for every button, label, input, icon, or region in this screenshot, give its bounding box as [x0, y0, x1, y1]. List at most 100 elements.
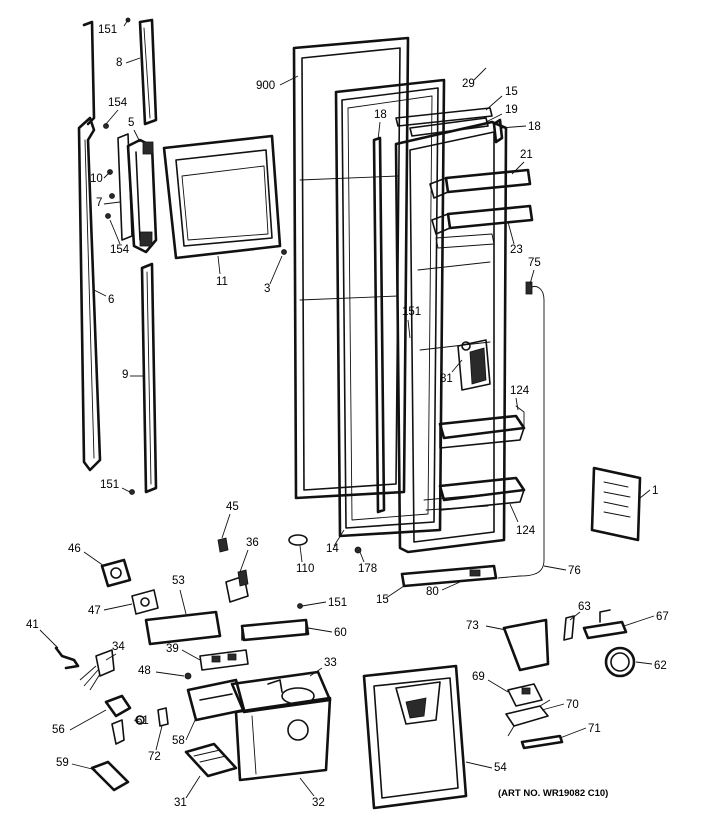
part-14-gasket [334, 78, 446, 538]
part-54-dispenser-cover [362, 664, 468, 810]
leader-line-70 [541, 703, 565, 711]
leader-line-15 [485, 95, 503, 111]
part-124-shelf-upper [438, 405, 526, 449]
leader-line-60 [307, 627, 333, 633]
part-8-top-trim [138, 18, 158, 126]
leader-line-31 [185, 775, 201, 799]
callout-label-36: 36 [246, 537, 259, 549]
part-1-manual-booklet [590, 466, 642, 542]
leader-line-23 [507, 221, 515, 245]
callout-label-47: 47 [88, 605, 101, 617]
callout-label-18: 18 [528, 121, 541, 133]
callout-label-53: 53 [172, 575, 185, 587]
leader-line-8 [125, 57, 141, 64]
callout-label-14: 14 [326, 543, 339, 555]
callout-label-15: 15 [505, 86, 518, 98]
leader-line-151 [407, 319, 411, 339]
leader-line-18 [377, 121, 381, 141]
part-32-ice-bucket [234, 696, 332, 782]
leader-line-67 [623, 615, 655, 627]
leader-line-71 [559, 727, 587, 739]
callout-label-73: 73 [466, 620, 479, 632]
callout-label-61: 61 [136, 715, 149, 727]
leader-line-73 [485, 625, 507, 631]
leader-line-11 [217, 255, 221, 275]
part-59-pad [90, 760, 130, 792]
callout-label-54: 54 [494, 762, 507, 774]
leader-line-46 [83, 551, 105, 567]
callout-label-3: 3 [264, 283, 270, 295]
part-6-door-handle-trim [77, 20, 102, 472]
callout-label-45: 45 [226, 501, 239, 513]
part-56-actuator [104, 694, 132, 745]
leader-line-6 [93, 289, 107, 297]
part-124-shelf-lower [438, 476, 526, 511]
callout-label-69: 69 [472, 671, 485, 683]
callout-label-31: 31 [174, 797, 187, 809]
part-11-dispenser-frame [162, 134, 282, 260]
part-34-harness [79, 649, 115, 691]
callout-label-9: 9 [122, 369, 128, 381]
leader-line-7 [103, 201, 121, 205]
part-18-side-strip [492, 118, 504, 144]
callout-label-11: 11 [216, 276, 228, 288]
leader-line-1 [639, 489, 651, 499]
callout-label-154: 154 [108, 97, 128, 109]
leader-line-124 [515, 397, 519, 411]
leader-line-48 [155, 671, 185, 677]
callout-label-7: 7 [96, 197, 102, 209]
part-72-clip [157, 707, 169, 727]
part-60-lever [240, 618, 310, 642]
screws [103, 17, 135, 495]
leader-line-58 [185, 717, 197, 741]
leader-line-47 [103, 603, 133, 611]
part-18-liner-strip [372, 136, 386, 514]
leader-line-151 [123, 19, 129, 27]
callout-label-48: 48 [138, 665, 151, 677]
leader-line-5 [133, 129, 141, 143]
callout-label-151: 151 [98, 24, 117, 36]
callout-label-56: 56 [52, 724, 65, 736]
part-75-76-wire [497, 281, 545, 579]
part-7-handle-insert [117, 133, 133, 241]
callout-label-58: 58 [172, 735, 185, 747]
callout-label-124: 124 [510, 385, 530, 397]
part-45-clip [217, 537, 229, 553]
callout-label-59: 59 [56, 757, 69, 769]
callout-label-80: 80 [426, 586, 439, 598]
callout-label-154: 154 [110, 244, 130, 256]
part-151-screw [297, 603, 303, 609]
leader-line-36 [239, 549, 249, 573]
part-48-spring [184, 672, 192, 680]
callout-label-81: 81 [440, 373, 453, 385]
part-67-bracket [582, 609, 628, 640]
leader-line-10 [103, 171, 111, 179]
leader-line-124 [509, 503, 519, 523]
leader-line-154 [105, 109, 119, 125]
leader-line-154 [109, 219, 121, 245]
leader-line-56 [69, 709, 107, 731]
part-3-screw [281, 249, 287, 255]
callout-label-900: 900 [256, 80, 275, 92]
part-19-bar [409, 117, 489, 137]
leader-line-14 [333, 529, 345, 547]
part-47-housing [131, 589, 159, 615]
leader-line-34 [105, 653, 117, 661]
leader-line-900 [279, 75, 299, 86]
leader-line-80 [441, 581, 461, 591]
leader-line-32 [299, 777, 315, 797]
part-21-bin [429, 168, 532, 199]
part-15-top-cap [395, 107, 493, 127]
callout-label-76: 76 [568, 565, 581, 577]
part-71-rod [520, 734, 564, 750]
part-73-chute [502, 618, 550, 672]
callout-label-63: 63 [578, 601, 591, 613]
part-178-screw [354, 546, 362, 554]
leader-line-151 [301, 601, 327, 607]
callout-label-34: 34 [112, 641, 125, 653]
part-41-bracket [54, 646, 80, 670]
callout-label-8: 8 [116, 57, 122, 69]
leader-lines [39, 19, 655, 799]
leader-line-15 [385, 585, 405, 599]
